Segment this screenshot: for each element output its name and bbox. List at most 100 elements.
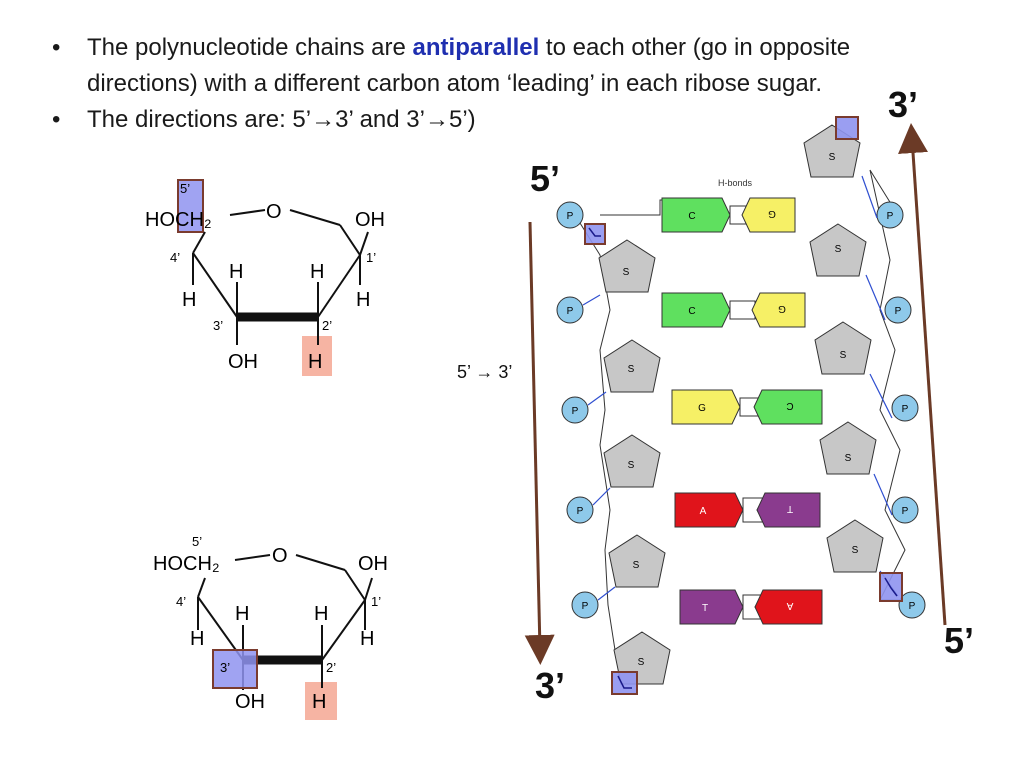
directions-text-pre: The directions are: 5’: [87, 106, 312, 133]
left-phosphate: P: [566, 496, 594, 524]
base-label-left: G: [698, 403, 706, 414]
ribose-bottom-h: H: [190, 628, 204, 650]
left-phosphate: P: [556, 201, 584, 229]
phosphate-label: P: [902, 506, 909, 517]
phosphate-label: P: [577, 506, 584, 517]
ribose-top-label-4prime: 4’: [170, 250, 180, 265]
directions-text-post: 5’): [448, 106, 476, 133]
ribose-top-label-2prime: 2’: [322, 318, 332, 333]
base-label-right: G: [768, 208, 776, 219]
ribose-top-oh-right: OH: [355, 209, 385, 231]
phosphate-label: P: [887, 211, 894, 222]
ribose-bottom-label-5prime: 5’: [192, 534, 202, 549]
bullet-list: • The polynucleotide chains are antipara…: [52, 30, 912, 138]
base-label-left: A: [700, 506, 707, 517]
highlight-box-2prime-h: [305, 682, 337, 720]
base-label-right: C: [786, 400, 793, 411]
sugar-label: S: [845, 453, 852, 464]
ribose-bottom-label-4prime: 4’: [176, 594, 186, 609]
right-phosphate: P: [876, 201, 904, 229]
sugar-label: S: [840, 350, 847, 361]
base-label-right: G: [778, 303, 786, 314]
ribose-top-h-highlighted: H: [308, 351, 322, 373]
ribose-ring-bottom: HOCH₂ O OH 5’ 4’ 1’ 3’ 2’ H H H H OH H: [153, 534, 388, 720]
bullet-item-directions: • The directions are: 5’→3’ and 3’→5’): [52, 102, 912, 138]
arrow-up-5to3: [898, 123, 947, 626]
left-sugar: S: [603, 339, 661, 393]
label-5prime-top-left: 5’: [530, 158, 561, 199]
sugar-label: S: [835, 244, 842, 255]
sugar-label: S: [852, 545, 859, 556]
right-sugar: S: [819, 421, 877, 475]
sugar-label: S: [829, 152, 836, 163]
bullet-text-post: to each other (go in opposite directions…: [87, 34, 851, 97]
ribose-bottom-label-3prime: 3’: [220, 660, 230, 675]
highlight-box-3prime: [212, 649, 258, 689]
base-pair-row: T A: [679, 589, 823, 625]
base-label-left: C: [688, 211, 695, 222]
base-pair-row: C G: [661, 292, 806, 328]
sugar-label: S: [633, 560, 640, 571]
left-phosphate: P: [571, 591, 599, 619]
ribose-bottom-hoch2: HOCH₂: [153, 553, 220, 575]
right-phosphate: P: [891, 496, 919, 524]
left-phosphate: P: [556, 296, 584, 324]
dna-ladder: P P P P P S S S: [556, 116, 926, 695]
ribose-ring-top: HOCH₂ O OH 5’ 4’ 1’ 3’ 2’ H H H H OH H: [145, 179, 385, 376]
ribose-top-h: H: [229, 261, 243, 283]
ribose-top-label-3prime: 3’: [213, 318, 223, 333]
ribose-bottom-h: H: [235, 603, 249, 625]
ribose-top-label-5prime: 5’: [180, 181, 190, 196]
right-phosphate: P: [891, 394, 919, 422]
directions-text-mid: 3’ and 3’: [335, 106, 425, 133]
arrow-right-icon: →: [424, 106, 449, 133]
ribose-top-h: H: [356, 289, 370, 311]
left-sugar: S: [598, 239, 656, 293]
left-sugar: S: [603, 434, 661, 488]
ribose-bottom-h: H: [360, 628, 374, 650]
ribose-top-label-1prime: 1’: [366, 250, 376, 265]
base-label-right: A: [786, 600, 793, 611]
ribose-top-o: O: [266, 201, 282, 223]
left-sugar: S: [608, 534, 666, 588]
highlight-box-5prime: [177, 179, 204, 233]
label-3prime-bottom-left: 3’: [535, 665, 566, 706]
phosphate-label: P: [572, 406, 579, 417]
ribose-bottom-oh-right: OH: [358, 553, 388, 575]
highlight-box-3prime-end: [835, 116, 859, 140]
bullet-highlight-antiparallel: antiparallel: [412, 34, 540, 61]
label-direction-5to3: 5’ → 3’: [457, 362, 513, 382]
label-5prime-bottom-right: 5’: [944, 620, 975, 661]
phosphate-label: P: [567, 211, 574, 222]
ribose-bottom-o: O: [272, 545, 288, 567]
phosphate-label: P: [582, 601, 589, 612]
ribose-bottom-h: H: [314, 603, 328, 625]
left-phosphate: P: [561, 396, 589, 424]
bullet-dot: •: [52, 34, 61, 61]
bullet-dot: •: [52, 106, 61, 133]
phosphate-label: P: [909, 601, 916, 612]
ribose-top-h: H: [310, 261, 324, 283]
ribose-top-oh-bottom: OH: [228, 351, 258, 373]
sugar-label: S: [628, 364, 635, 375]
ribose-bottom-oh-bottom: OH: [235, 691, 265, 713]
phosphate-label: P: [902, 404, 909, 415]
base-pair-row: A T: [674, 492, 821, 528]
right-sugar: S: [809, 223, 867, 277]
right-sugar: S: [826, 519, 884, 573]
ribose-top-h: H: [182, 289, 196, 311]
bullet-text-pre: The polynucleotide chains are: [87, 34, 413, 61]
base-label-right: T: [787, 503, 793, 514]
base-pair-row: C G: [661, 197, 796, 233]
sugar-label: S: [628, 460, 635, 471]
base-pair-row: G C: [671, 389, 823, 425]
sugar-label: S: [638, 657, 645, 668]
ribose-top-hoch2: HOCH₂: [145, 209, 212, 231]
base-label-left: T: [702, 603, 708, 614]
arrow-down-5to3: [524, 221, 555, 665]
label-3prime-top-right: 3’: [888, 84, 919, 125]
right-phosphate: P: [898, 591, 926, 619]
phosphate-label: P: [895, 306, 902, 317]
ribose-bottom-label-2prime: 2’: [326, 660, 336, 675]
